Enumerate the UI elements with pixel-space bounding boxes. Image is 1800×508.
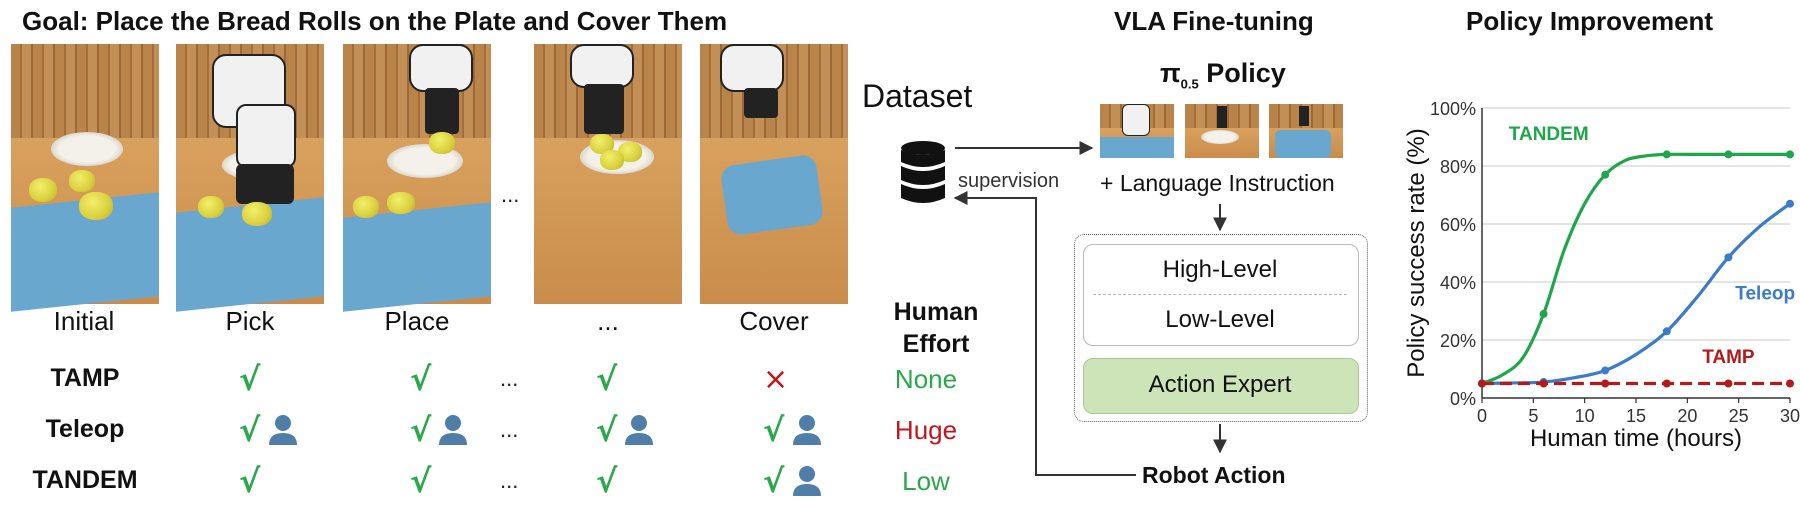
teleop-ellipsis: ... [500, 417, 519, 442]
tamp-ellipsis: ... [500, 366, 519, 391]
teleop-step-n-check: √ [596, 411, 618, 449]
x-tick-label: 25 [1729, 406, 1749, 426]
level-divider [1093, 294, 1347, 295]
data-point-tandem [1724, 150, 1733, 159]
person-icon [269, 415, 297, 445]
column-label-ellipsis: ... [597, 306, 619, 336]
teleop-place-check: √ [410, 411, 432, 449]
robot-action-label: Robot Action [1142, 462, 1286, 488]
y-tick-label: 0% [1450, 389, 1476, 409]
row-label-tandem: TANDEM [32, 466, 138, 494]
x-tick-label: 30 [1780, 406, 1800, 426]
y-tick-label: 20% [1440, 331, 1476, 351]
tamp-cover-cross: × [763, 362, 789, 397]
series-label-tandem: TANDEM [1509, 124, 1589, 145]
policy-thumb-1 [1100, 104, 1174, 158]
policy-thumb-3 [1269, 104, 1343, 158]
data-point-tamp [1724, 379, 1733, 388]
data-point-teleop [1662, 327, 1671, 336]
data-point-tandem [1601, 170, 1610, 179]
supervision-label: supervision [958, 170, 1060, 192]
person-icon [793, 415, 821, 445]
x-tick-label: 5 [1528, 406, 1538, 426]
data-point-tamp [1478, 379, 1486, 388]
column-label-initial: Initial [53, 306, 115, 336]
photo-cover [700, 44, 848, 304]
left-title: Goal: Place the Bread Rolls on the Plate… [22, 6, 728, 36]
tandem-step-n-check: √ [596, 462, 618, 500]
y-tick-label: 40% [1440, 273, 1476, 293]
chart-title: Policy Improvement [1466, 6, 1714, 36]
data-point-tandem [1662, 150, 1671, 159]
x-tick-label: 10 [1575, 406, 1595, 426]
tandem-place-check: √ [410, 462, 432, 500]
data-point-tandem [1786, 150, 1794, 159]
language-instruction: + Language Instruction [1100, 170, 1335, 196]
action-expert-label: Action Expert [1148, 371, 1292, 398]
column-label-pick: Pick [225, 306, 275, 336]
teleop-pick-check: √ [239, 411, 261, 449]
x-tick-label: 20 [1677, 406, 1697, 426]
x-axis-label: Human time (hours) [1530, 425, 1742, 452]
photo-ellipsis: ... [501, 182, 520, 207]
data-point-tamp [1786, 379, 1794, 388]
photo-pick [176, 44, 324, 312]
high-level-label: High-Level [1162, 256, 1278, 283]
policy-label-suffix: Policy [1198, 58, 1286, 88]
dataset-label: Dataset [862, 78, 973, 114]
tamp-pick-check: √ [239, 360, 261, 398]
series-line-teleop [1481, 202, 1791, 386]
x-tick-label: 15 [1626, 406, 1646, 426]
data-point-tandem [1539, 309, 1548, 318]
policy-label: π0.5 Policy [1160, 58, 1286, 91]
column-label-place: Place [384, 306, 450, 336]
middle-title: VLA Fine-tuning [1114, 6, 1314, 36]
person-icon [439, 415, 467, 445]
photo-initial [11, 44, 159, 312]
photo-place [343, 44, 491, 312]
data-point-teleop [1601, 366, 1610, 375]
teleop-effort: Huge [894, 415, 958, 445]
person-icon [793, 466, 821, 496]
tandem-cover-check: √ [763, 462, 785, 500]
series-label-tamp: TAMP [1702, 347, 1755, 368]
x-tick-label: 0 [1477, 406, 1487, 426]
column-label-cover: Cover [739, 306, 809, 336]
tandem-ellipsis: ... [500, 468, 519, 493]
row-label-tamp: TAMP [50, 364, 120, 392]
policy-thumb-2 [1185, 104, 1259, 158]
row-label-teleop: Teleop [45, 415, 125, 443]
policy-label-prefix: π [1160, 58, 1181, 88]
effort-header-line2: Effort [902, 330, 970, 358]
tamp-effort: None [894, 364, 958, 394]
database-icon [901, 141, 945, 203]
series-label-teleop: Teleop [1735, 283, 1795, 304]
tandem-pick-check: √ [239, 462, 261, 500]
data-point-tamp [1601, 379, 1610, 388]
y-tick-label: 60% [1440, 215, 1476, 235]
data-point-tamp [1662, 379, 1671, 388]
tamp-step-n-check: √ [596, 360, 618, 398]
person-icon [625, 415, 653, 445]
y-axis-label: Policy success rate (%) [1403, 128, 1430, 377]
data-point-teleop [1724, 253, 1733, 262]
effort-header: Human Effort [866, 296, 1006, 360]
photo-step-n [534, 44, 682, 304]
y-tick-label: 80% [1440, 157, 1476, 177]
effort-header-line1: Human [893, 298, 979, 326]
y-tick-label: 100% [1430, 99, 1476, 119]
tamp-place-check: √ [410, 360, 432, 398]
low-level-label: Low-Level [1165, 306, 1275, 333]
tandem-effort: Low [902, 466, 950, 496]
teleop-cover-check: √ [763, 411, 785, 449]
data-point-teleop [1786, 199, 1794, 208]
policy-label-sub: 0.5 [1180, 76, 1199, 92]
data-point-tamp [1539, 379, 1548, 388]
